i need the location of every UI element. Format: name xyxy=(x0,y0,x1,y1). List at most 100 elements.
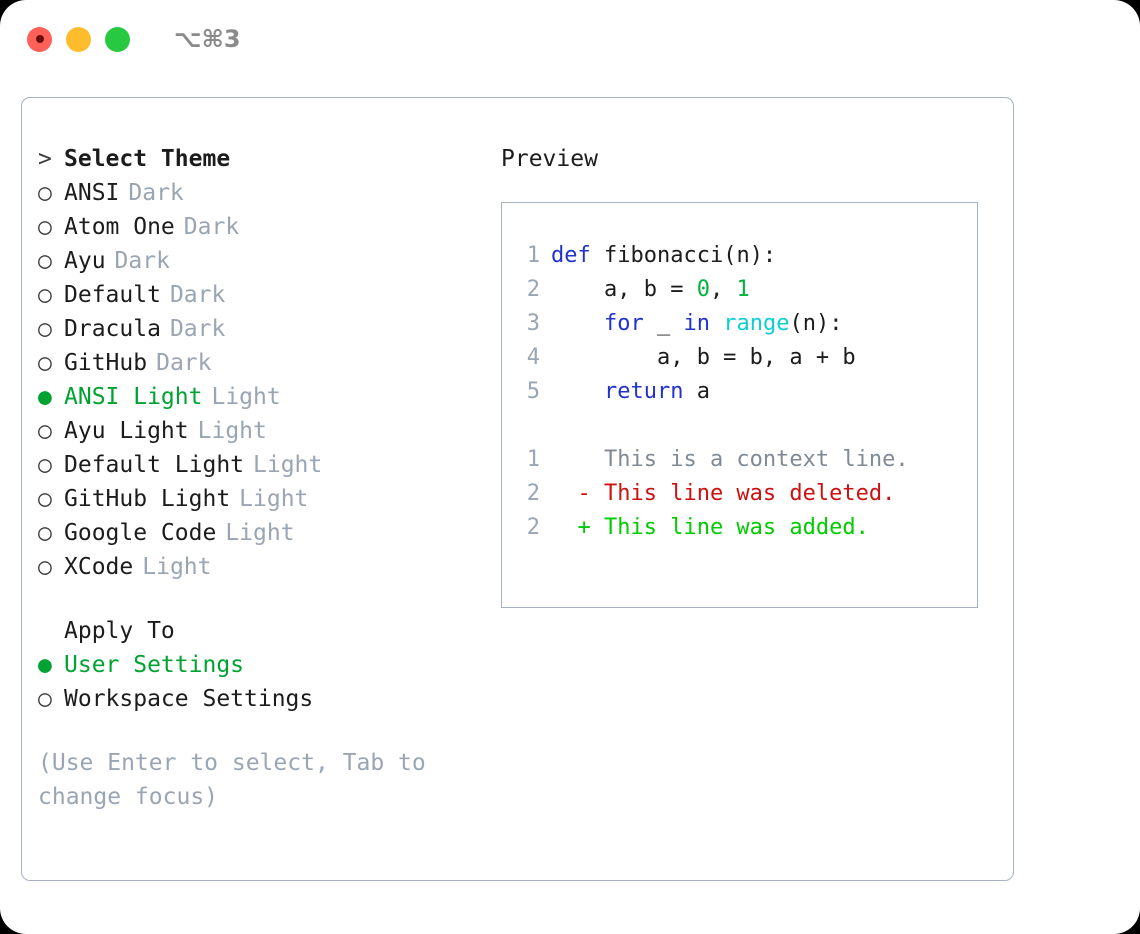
section-spacer xyxy=(38,588,498,618)
list-item-label: GitHub Light xyxy=(64,486,231,512)
radio-icon: ○ xyxy=(38,180,52,206)
line-number: 3 xyxy=(526,311,540,336)
line-number: 2 xyxy=(526,515,540,540)
code-token: a xyxy=(683,379,710,404)
theme-variant-tag: Light xyxy=(211,384,281,410)
theme-option-7[interactable]: ○ Ayu Light Light xyxy=(38,418,498,452)
theme-variant-tag: Dark xyxy=(169,316,226,342)
radio-icon: ○ xyxy=(38,214,52,240)
code-token: fibonacci(n): xyxy=(590,243,777,268)
line-number: 4 xyxy=(526,345,540,370)
code-diff-separator xyxy=(514,409,977,443)
list-item-label: Apply To xyxy=(64,618,175,644)
diff-line-2: 2 - This line was deleted. xyxy=(514,477,977,511)
theme-variant-tag: Light xyxy=(142,554,212,580)
theme-option-4[interactable]: ○ Dracula Dark xyxy=(38,316,498,350)
close-window-button[interactable] xyxy=(27,26,52,52)
theme-option-1[interactable]: ○ Atom One Dark xyxy=(38,214,498,248)
theme-option-10[interactable]: ○ Google Code Light xyxy=(38,520,498,554)
theme-variant-tag: Dark xyxy=(114,248,170,274)
code-token: , xyxy=(709,277,737,302)
theme-option-6[interactable]: ● ANSI Light Light xyxy=(38,384,498,418)
apply-to-option-1[interactable]: ○Workspace Settings xyxy=(38,686,498,720)
traffic-lights xyxy=(27,26,130,52)
code-token: range xyxy=(723,311,790,336)
code-token xyxy=(551,311,604,336)
line-number: 1 xyxy=(526,243,540,268)
close-icon xyxy=(35,35,44,43)
theme-variant-tag: Dark xyxy=(183,214,240,240)
theme-option-2[interactable]: ○ Ayu Dark xyxy=(38,248,498,282)
diff-line-1: 1 This is a context line. xyxy=(514,443,977,477)
theme-option-8[interactable]: ○ Default Light Light xyxy=(38,452,498,486)
code-line-3: 3 for _ in range(n): xyxy=(514,307,977,341)
code-token: for xyxy=(603,311,644,336)
list-item-label: Ayu xyxy=(64,248,106,274)
line-number: 5 xyxy=(526,379,540,404)
radio-icon: ○ xyxy=(38,316,52,342)
code-token xyxy=(551,379,604,404)
apply-to-heading: Apply To xyxy=(38,618,498,652)
theme-variant-tag: Dark xyxy=(156,350,212,376)
list-item-label: GitHub xyxy=(64,350,148,376)
list-item-label: XCode xyxy=(64,554,134,580)
radio-icon: ○ xyxy=(38,452,52,478)
theme-option-11[interactable]: ○ XCode Light xyxy=(38,554,498,588)
list-item-label: Select Theme xyxy=(64,146,231,172)
title-bar: ⌥⌘3 xyxy=(0,0,1140,78)
list-item-label: User Settings xyxy=(64,652,245,678)
list-item-label: Default Light xyxy=(64,452,245,478)
preview-heading: Preview xyxy=(501,146,598,172)
theme-variant-tag: Dark xyxy=(128,180,184,206)
line-number: 1 xyxy=(526,447,540,472)
theme-picker-heading: >Select Theme xyxy=(38,146,498,180)
line-number: 2 xyxy=(526,277,540,302)
theme-variant-tag: Light xyxy=(239,486,309,512)
radio-icon: ○ xyxy=(38,520,52,546)
diff-sample: 1 This is a context line.2 - This line w… xyxy=(514,443,977,545)
code-line-2: 2 a, b = 0, 1 xyxy=(514,273,977,307)
radio-icon: ○ xyxy=(38,350,52,376)
theme-variant-tag: Light xyxy=(253,452,323,478)
theme-variant-tag: Light xyxy=(197,418,267,444)
code-token: def xyxy=(551,243,591,268)
heading-spacer xyxy=(38,618,64,644)
keyboard-hint: (Use Enter to select, Tab to change focu… xyxy=(38,750,426,810)
radio-icon: ○ xyxy=(38,282,52,308)
list-item-label: Dracula xyxy=(64,316,161,342)
code-token: a, b = b, a + b xyxy=(551,345,856,370)
radio-icon: ○ xyxy=(38,418,52,444)
code-line-4: 4 a, b = b, a + b xyxy=(514,341,977,375)
apply-to-option-0[interactable]: ● User Settings xyxy=(38,652,498,686)
code-token: 1 xyxy=(736,277,750,302)
theme-variant-tag: Dark xyxy=(169,282,226,308)
keyboard-shortcut-label: ⌥⌘3 xyxy=(174,25,241,53)
list-item-label: Google Code xyxy=(64,520,217,546)
radio-icon: ○ xyxy=(38,248,52,274)
list-item-label: Atom One xyxy=(64,214,175,240)
theme-option-0[interactable]: ○ ANSI Dark xyxy=(38,180,498,214)
code-token: in xyxy=(683,311,710,336)
radio-icon: ○ xyxy=(38,554,52,580)
list-item-label: ANSI Light xyxy=(64,384,203,410)
code-token: return xyxy=(603,379,684,404)
code-token: a, b = xyxy=(551,277,697,302)
theme-variant-tag: Light xyxy=(225,520,295,546)
code-token: (n): xyxy=(789,311,843,336)
list-item-label: ANSI xyxy=(64,180,120,206)
radio-selected-icon: ● xyxy=(38,652,52,678)
theme-option-5[interactable]: ○ GitHub Dark xyxy=(38,350,498,384)
minimize-window-button[interactable] xyxy=(66,26,91,52)
list-item-label: Ayu Light xyxy=(64,418,189,444)
code-token: 0 xyxy=(696,277,710,302)
maximize-window-button[interactable] xyxy=(105,26,130,52)
radio-selected-icon: ● xyxy=(38,384,52,410)
